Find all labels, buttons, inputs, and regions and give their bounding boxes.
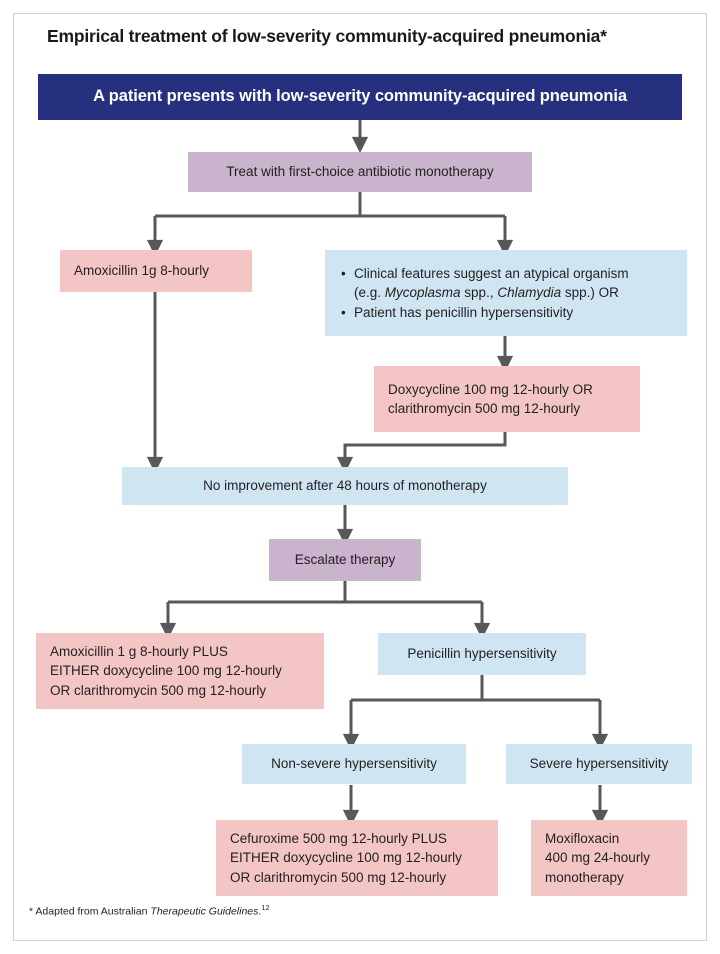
node-atypical-bullet-1-text: Clinical features suggest an atypical or…	[354, 266, 629, 282]
node-no-improvement-label: No improvement after 48 hours of monothe…	[203, 478, 487, 494]
node-atypical-bullet-2: • Patient has penicillin hypersensitivit…	[339, 303, 573, 322]
doxy-line-1: Doxycycline 100 mg 12-hourly OR	[388, 381, 593, 397]
footnote-reference: 12	[261, 903, 270, 912]
moxifloxacin-line-1: Moxifloxacin	[545, 831, 620, 847]
node-atypical-bullet-1: • Clinical features suggest an atypical …	[339, 264, 629, 283]
cefuroxime-line-3: OR clarithromycin 500 mg 12-hourly	[230, 869, 447, 885]
node-first-choice-label: Treat with first-choice antibiotic monot…	[226, 164, 494, 180]
node-non-severe-label: Non-severe hypersensitivity	[271, 756, 437, 772]
node-non-severe-hypersensitivity: Non-severe hypersensitivity	[242, 744, 466, 784]
organism-chlamydia: Chlamydia	[497, 285, 562, 301]
node-penicillin-hypersensitivity: Penicillin hypersensitivity	[378, 633, 586, 675]
organism-mycoplasma: Mycoplasma	[384, 285, 461, 301]
node-start: A patient presents with low-severity com…	[38, 74, 682, 120]
node-escalate-therapy: Escalate therapy	[269, 539, 421, 581]
node-cefuroxime-combination: Cefuroxime 500 mg 12-hourly PLUS EITHER …	[216, 820, 498, 896]
node-amoxicillin-combination: Amoxicillin 1 g 8-hourly PLUS EITHER dox…	[36, 633, 324, 709]
moxifloxacin-line-3: monotherapy	[545, 869, 624, 885]
amox-combo-line-3: OR clarithromycin 500 mg 12-hourly	[50, 682, 267, 698]
footnote-source-title: Therapeutic Guidelines	[150, 905, 259, 918]
amox-combo-line-2: EITHER doxycycline 100 mg 12-hourly	[50, 663, 282, 679]
bullet-dot-icon: •	[341, 266, 346, 282]
cefuroxime-line-2: EITHER doxycycline 100 mg 12-hourly	[230, 850, 462, 866]
atypical-eg-suffix: spp.) OR	[561, 285, 619, 301]
node-start-label: A patient presents with low-severity com…	[93, 87, 627, 106]
node-moxifloxacin: Moxifloxacin 400 mg 24-hourly monotherap…	[531, 820, 687, 896]
node-amoxicillin-label: Amoxicillin 1g 8-hourly	[74, 263, 210, 279]
amox-combo-line-1: Amoxicillin 1 g 8-hourly PLUS	[50, 644, 228, 660]
node-doxycycline-clarithromycin: Doxycycline 100 mg 12-hourly OR clarithr…	[374, 366, 640, 432]
node-first-choice: Treat with first-choice antibiotic monot…	[188, 152, 532, 192]
atypical-eg-mid: spp.,	[460, 285, 498, 301]
node-atypical-features: • Clinical features suggest an atypical …	[325, 250, 687, 336]
figure-footnote: * Adapted from Australian Therapeutic Gu…	[29, 903, 270, 918]
figure-title: Empirical treatment of low-severity comm…	[47, 26, 607, 46]
moxifloxacin-line-2: 400 mg 24-hourly	[545, 850, 651, 866]
cefuroxime-line-1: Cefuroxime 500 mg 12-hourly PLUS	[230, 831, 447, 847]
node-atypical-bullet-2-text: Patient has penicillin hypersensitivity	[354, 304, 574, 320]
node-no-improvement: No improvement after 48 hours of monothe…	[122, 467, 568, 505]
node-atypical-bullet-1-cont: (e.g. Mycoplasma spp., Chlamydia spp.) O…	[339, 283, 619, 302]
bullet-dot-icon: •	[341, 304, 346, 320]
node-severe-label: Severe hypersensitivity	[529, 756, 669, 772]
node-amoxicillin: Amoxicillin 1g 8-hourly	[60, 250, 252, 292]
node-penicillin-hypersensitivity-label: Penicillin hypersensitivity	[407, 646, 557, 662]
footnote-suffix: .	[258, 905, 262, 918]
atypical-eg-prefix: (e.g.	[354, 285, 385, 301]
node-severe-hypersensitivity: Severe hypersensitivity	[506, 744, 692, 784]
node-escalate-label: Escalate therapy	[294, 552, 396, 568]
doxy-line-2: clarithromycin 500 mg 12-hourly	[388, 401, 581, 416]
footnote-prefix: * Adapted from Australian	[29, 905, 151, 918]
